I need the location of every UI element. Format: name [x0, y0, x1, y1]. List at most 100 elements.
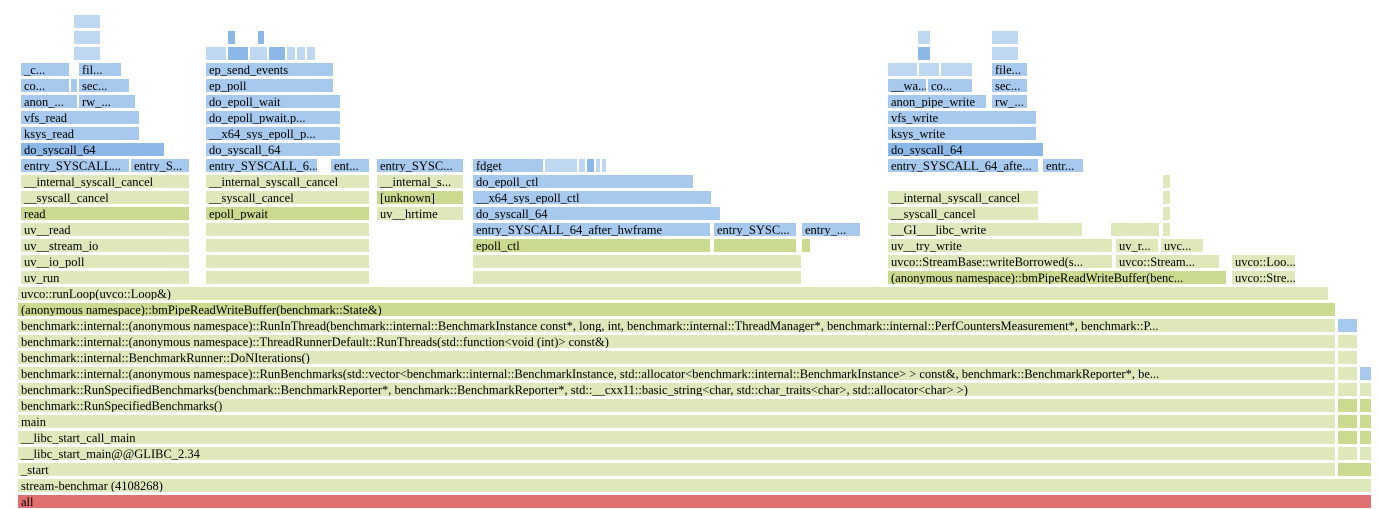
flame-frame[interactable]: benchmark::RunSpecifiedBenchmarks(): [17, 398, 1336, 413]
flame-frame-unlabeled[interactable]: [1162, 174, 1171, 189]
flame-frame[interactable]: epoll_ctl: [472, 238, 711, 253]
flame-frame[interactable]: do_syscall_64: [205, 142, 341, 157]
flame-frame-unlabeled[interactable]: [1359, 414, 1372, 429]
flame-frame-unlabeled[interactable]: [544, 158, 578, 173]
flame-frame-unlabeled[interactable]: [801, 238, 811, 253]
flame-frame[interactable]: uvco::Loo...: [1231, 254, 1296, 269]
flame-frame[interactable]: vfs_read: [20, 110, 140, 125]
flame-frame-unlabeled[interactable]: [586, 158, 595, 173]
flame-frame[interactable]: __internal_syscall_cancel: [887, 190, 1039, 205]
flame-frame-unlabeled[interactable]: [917, 30, 931, 45]
flame-frame[interactable]: entr...: [1042, 158, 1084, 173]
flame-frame[interactable]: (anonymous namespace)::bmPipeReadWriteBu…: [17, 302, 1336, 317]
flame-frame-unlabeled[interactable]: [940, 62, 973, 77]
flame-frame[interactable]: do_epoll_ctl: [472, 174, 694, 189]
flame-frame[interactable]: ent...: [330, 158, 370, 173]
flame-frame-unlabeled[interactable]: [205, 222, 370, 237]
flame-frame[interactable]: ksys_write: [887, 126, 1037, 141]
flame-frame-unlabeled[interactable]: [1337, 446, 1358, 461]
flame-frame[interactable]: uv__stream_io: [20, 238, 190, 253]
flame-frame-unlabeled[interactable]: [205, 46, 227, 61]
flame-frame-unlabeled[interactable]: [991, 46, 1019, 61]
flame-frame[interactable]: entry_SYSC...: [713, 222, 797, 237]
flame-frame-unlabeled[interactable]: [713, 238, 797, 253]
flame-frame[interactable]: __syscall_cancel: [20, 190, 190, 205]
flame-frame-unlabeled[interactable]: [73, 46, 101, 61]
flame-frame[interactable]: ep_send_events: [205, 62, 334, 77]
flame-frame[interactable]: __internal_syscall_cancel: [205, 174, 370, 189]
flame-frame[interactable]: [unknown]: [376, 190, 464, 205]
flame-frame[interactable]: vfs_write: [887, 110, 1037, 125]
flame-frame-unlabeled[interactable]: [1359, 366, 1372, 381]
flame-frame[interactable]: __syscall_cancel: [205, 190, 370, 205]
flame-frame[interactable]: all: [17, 494, 1372, 509]
flame-frame[interactable]: __wa...: [887, 78, 927, 93]
flame-frame[interactable]: fdget: [472, 158, 544, 173]
flame-frame[interactable]: rw_...: [991, 94, 1028, 109]
flame-frame-unlabeled[interactable]: [205, 238, 370, 253]
flame-frame-unlabeled[interactable]: [227, 30, 236, 45]
flame-frame[interactable]: file...: [991, 62, 1028, 77]
flame-frame[interactable]: _c...: [20, 62, 70, 77]
flame-frame-unlabeled[interactable]: [1162, 190, 1171, 205]
flame-frame[interactable]: __x64_sys_epoll_ctl: [472, 190, 712, 205]
flame-frame-unlabeled[interactable]: [887, 62, 918, 77]
flame-frame-unlabeled[interactable]: [991, 30, 1019, 45]
flame-frame[interactable]: _start: [17, 462, 1336, 477]
flame-frame[interactable]: benchmark::internal::(anonymous namespac…: [17, 318, 1336, 333]
flame-frame-unlabeled[interactable]: [296, 46, 306, 61]
flame-frame-unlabeled[interactable]: [1337, 382, 1358, 397]
flame-frame-unlabeled[interactable]: [249, 46, 268, 61]
flame-frame-unlabeled[interactable]: [73, 30, 101, 45]
flame-frame-unlabeled[interactable]: [268, 46, 286, 61]
flame-frame-unlabeled[interactable]: [306, 46, 316, 61]
flame-frame[interactable]: read: [20, 206, 190, 221]
flame-frame[interactable]: sec...: [78, 78, 130, 93]
flame-frame[interactable]: ep_poll: [205, 78, 334, 93]
flame-frame[interactable]: uv_r...: [1115, 238, 1159, 253]
flame-frame[interactable]: stream-benchmar (4108268): [17, 478, 1372, 493]
flame-frame-unlabeled[interactable]: [1110, 222, 1160, 237]
flame-frame[interactable]: anon_...: [20, 94, 78, 109]
flame-frame-unlabeled[interactable]: [917, 46, 931, 61]
flame-frame[interactable]: benchmark::internal::BenchmarkRunner::Do…: [17, 350, 1336, 365]
flame-frame[interactable]: uvco::runLoop(uvco::Loop&): [17, 286, 1329, 301]
flame-frame[interactable]: benchmark::internal::(anonymous namespac…: [17, 366, 1336, 381]
flame-frame-unlabeled[interactable]: [578, 158, 586, 173]
flame-frame-unlabeled[interactable]: [257, 30, 265, 45]
flame-frame[interactable]: entry_S...: [130, 158, 190, 173]
flame-frame[interactable]: co...: [20, 78, 70, 93]
flame-frame[interactable]: __x64_sys_epoll_p...: [205, 126, 341, 141]
flame-frame-unlabeled[interactable]: [1337, 430, 1358, 445]
flame-frame[interactable]: anon_pipe_write: [887, 94, 987, 109]
flame-frame[interactable]: ksys_read: [20, 126, 140, 141]
flame-frame-unlabeled[interactable]: [1359, 382, 1372, 397]
flame-frame[interactable]: do_syscall_64: [887, 142, 1044, 157]
flame-frame[interactable]: uvco::Stre...: [1231, 270, 1296, 285]
flame-frame[interactable]: uv_run: [20, 270, 190, 285]
flame-frame-unlabeled[interactable]: [1337, 334, 1358, 349]
flame-frame[interactable]: uv__io_poll: [20, 254, 190, 269]
flame-frame[interactable]: (anonymous namespace)::bmPipeReadWriteBu…: [887, 270, 1227, 285]
flame-frame[interactable]: do_syscall_64: [472, 206, 721, 221]
flame-frame-unlabeled[interactable]: [286, 46, 296, 61]
flame-frame[interactable]: __internal_s...: [376, 174, 464, 189]
flame-frame[interactable]: sec...: [991, 78, 1028, 93]
flame-frame-unlabeled[interactable]: [595, 158, 601, 173]
flame-frame[interactable]: benchmark::RunSpecifiedBenchmarks(benchm…: [17, 382, 1336, 397]
flame-frame-unlabeled[interactable]: [1337, 414, 1358, 429]
flame-frame[interactable]: __syscall_cancel: [887, 206, 1039, 221]
flame-frame-unlabeled[interactable]: [1337, 318, 1358, 333]
flame-frame-unlabeled[interactable]: [1337, 462, 1372, 477]
flame-frame[interactable]: uv__try_write: [887, 238, 1113, 253]
flame-frame[interactable]: __libc_start_main@@GLIBC_2.34: [17, 446, 1336, 461]
flame-frame-unlabeled[interactable]: [472, 254, 802, 269]
flame-frame[interactable]: epoll_pwait: [205, 206, 370, 221]
flame-frame[interactable]: __GI___libc_write: [887, 222, 1083, 237]
flame-frame[interactable]: uv__hrtime: [376, 206, 464, 221]
flame-frame[interactable]: entry_...: [801, 222, 861, 237]
flame-frame[interactable]: entry_SYSCALL_64_afte...: [887, 158, 1039, 173]
flame-frame[interactable]: entry_SYSC...: [376, 158, 464, 173]
flame-frame[interactable]: uvc...: [1160, 238, 1204, 253]
